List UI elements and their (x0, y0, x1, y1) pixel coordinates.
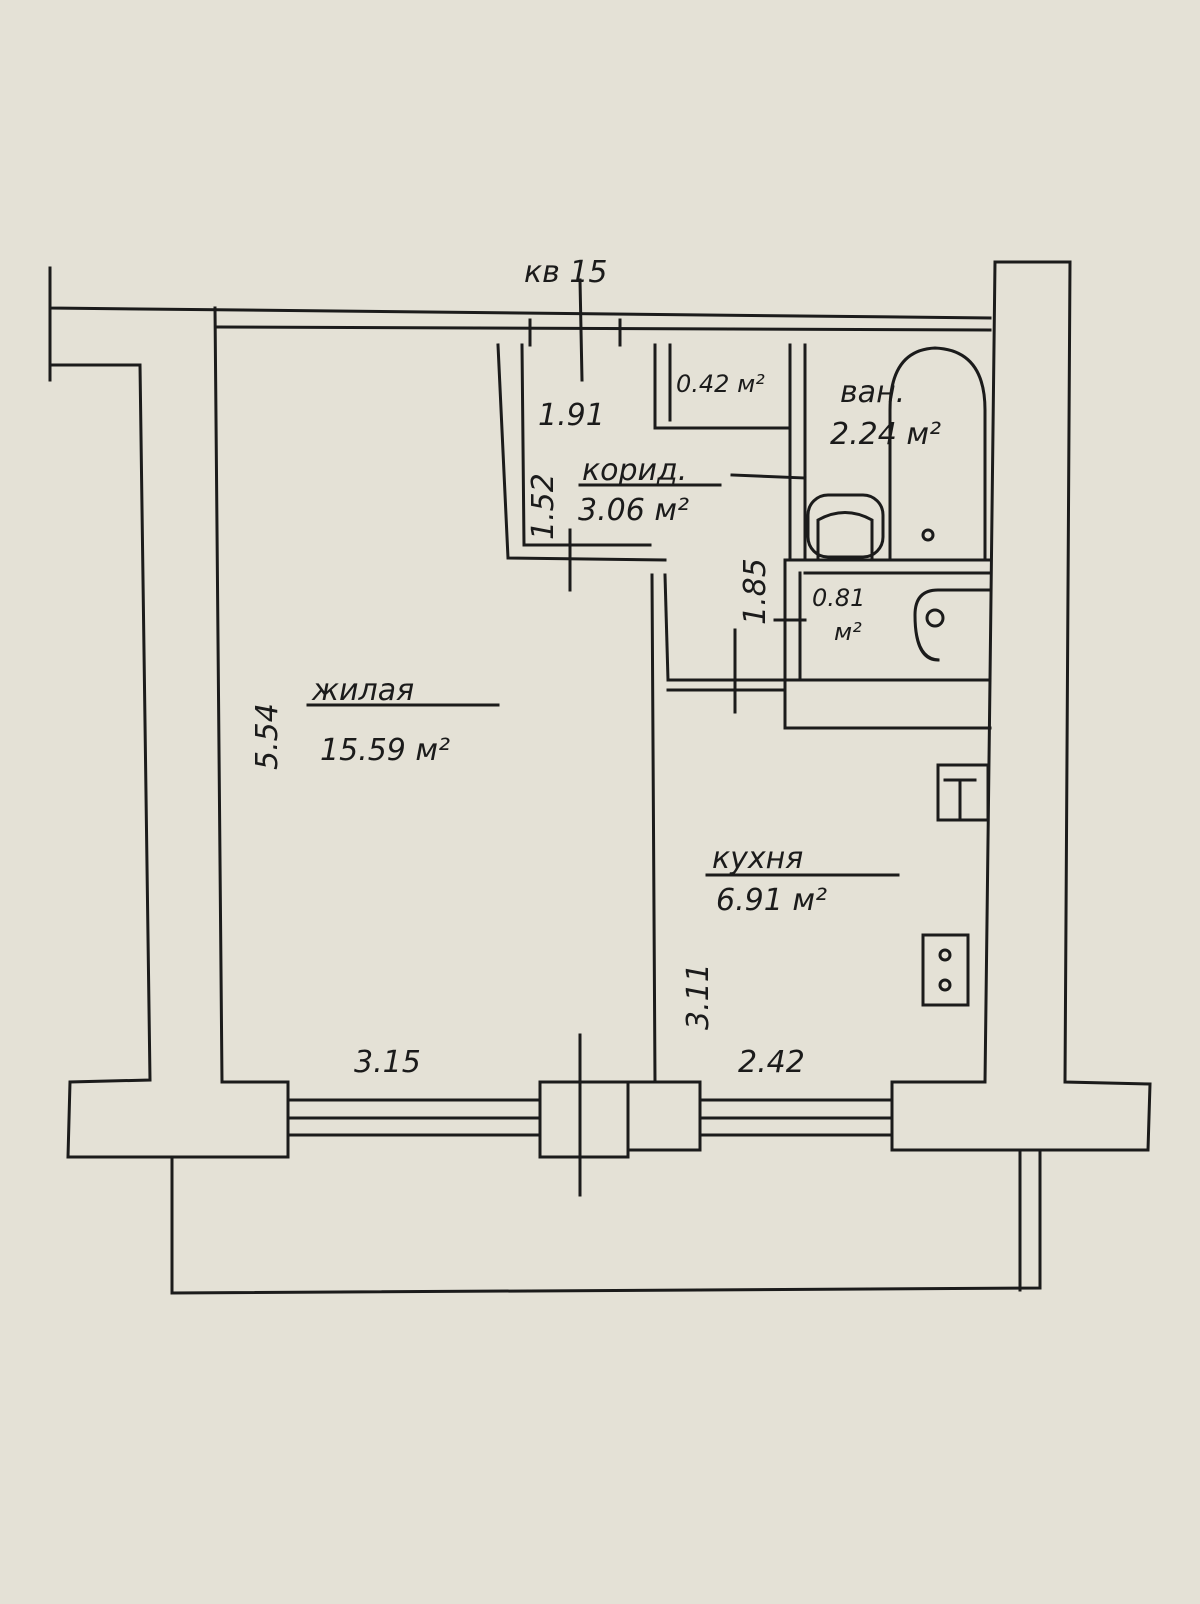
bath-fixtures (806, 346, 992, 662)
dim-corridor-2: 1.52 (526, 473, 561, 540)
partitions (496, 278, 992, 1197)
room-area-toilet: 0.81 (812, 584, 865, 612)
outer-walls (48, 260, 1152, 1159)
dim-corridor-3: 1.85 (738, 558, 773, 625)
room-name-corridor: корид. (582, 453, 687, 488)
dim-kitchen-width: 2.42 (738, 1045, 805, 1080)
kitchen-fixtures (921, 763, 990, 1007)
room-area-bath: 2.24 м² (830, 417, 941, 452)
room-area-kitchen: 6.91 м² (716, 883, 827, 918)
room-name-living: жилая (311, 673, 414, 708)
dim-corridor-1: 1.91 (538, 398, 605, 433)
apartment-label: кв 15 (524, 255, 608, 290)
room-area-corridor: 3.06 м² (578, 493, 689, 528)
room-name-bath: ван. (840, 375, 905, 410)
balcony (170, 1148, 1042, 1295)
room-unit-toilet: м² (834, 618, 862, 646)
room-name-kitchen: кухня (712, 841, 803, 876)
dim-living-width: 3.15 (354, 1045, 421, 1080)
south-windows (286, 1080, 894, 1159)
room-area-closet: 0.42 м² (676, 370, 765, 398)
dim-living-height: 5.54 (250, 703, 285, 770)
dim-kitchen-height: 3.11 (681, 963, 716, 1030)
room-area-living: 15.59 м² (320, 733, 450, 768)
